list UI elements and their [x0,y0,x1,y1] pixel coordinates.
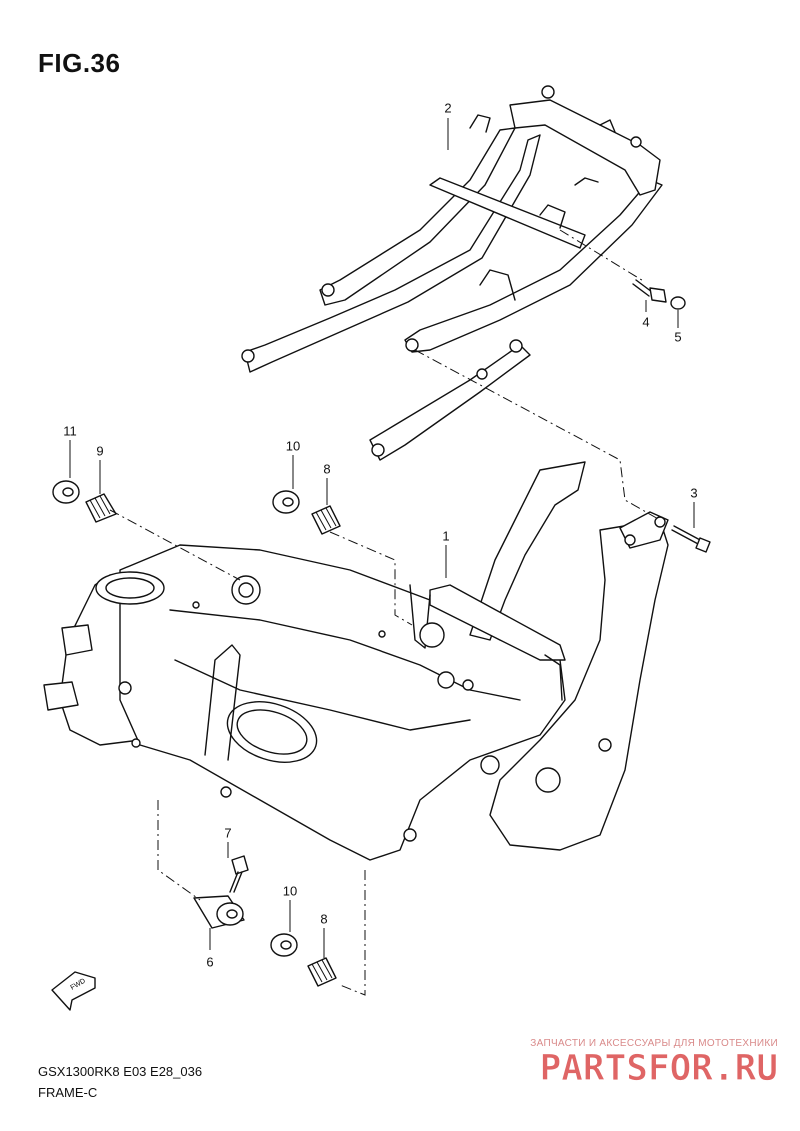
diagram-name: FRAME-C [38,1085,98,1100]
bolt-part-3 [671,525,711,553]
cap-part-5 [670,296,686,310]
callout-part-8-lower: 8 [320,911,328,927]
spring-part-9 [85,493,117,523]
assembly-lines [109,229,661,996]
callout-part-2: 2 [444,100,452,116]
rear-subframe [241,85,663,461]
watermark-tagline: ЗАПЧАСТИ И АКСЕССУАРЫ ДЛЯ МОТОТЕХНИКИ [530,1038,778,1049]
figure-title: FIG.36 [38,48,121,78]
callout-part-5: 5 [674,329,682,345]
callout-part-10-upper: 10 [285,438,301,454]
callout-part-8-upper: 8 [323,461,331,477]
callout-part-3: 3 [690,485,698,501]
main-frame [43,461,669,861]
fwd-arrow-icon: FWD [51,971,96,1011]
callout-part-10-lower: 10 [282,883,298,899]
callout-part-7: 7 [224,825,232,841]
bolt-part-7 [229,855,249,893]
washer-part-10-lower [270,933,298,957]
spring-part-8-lower [307,957,337,987]
collar-part-6 [193,895,245,929]
bolt-part-4 [632,279,667,303]
washer-part-11 [52,480,80,504]
callout-part-11: 11 [63,423,77,439]
model-code: GSX1300RK8 E03 E28_036 [38,1064,203,1079]
watermark-logo: PARTSFOR.RU [539,1048,778,1090]
callout-part-9: 9 [96,443,104,459]
spring-part-8-upper [311,505,341,535]
callout-part-6: 6 [206,954,214,970]
leader-lines [69,118,695,958]
callout-part-1: 1 [442,528,450,544]
callout-part-4: 4 [642,314,650,330]
washer-part-10-upper [272,490,300,514]
watermark-logo-text: PARTSFOR.RU [540,1048,778,1089]
